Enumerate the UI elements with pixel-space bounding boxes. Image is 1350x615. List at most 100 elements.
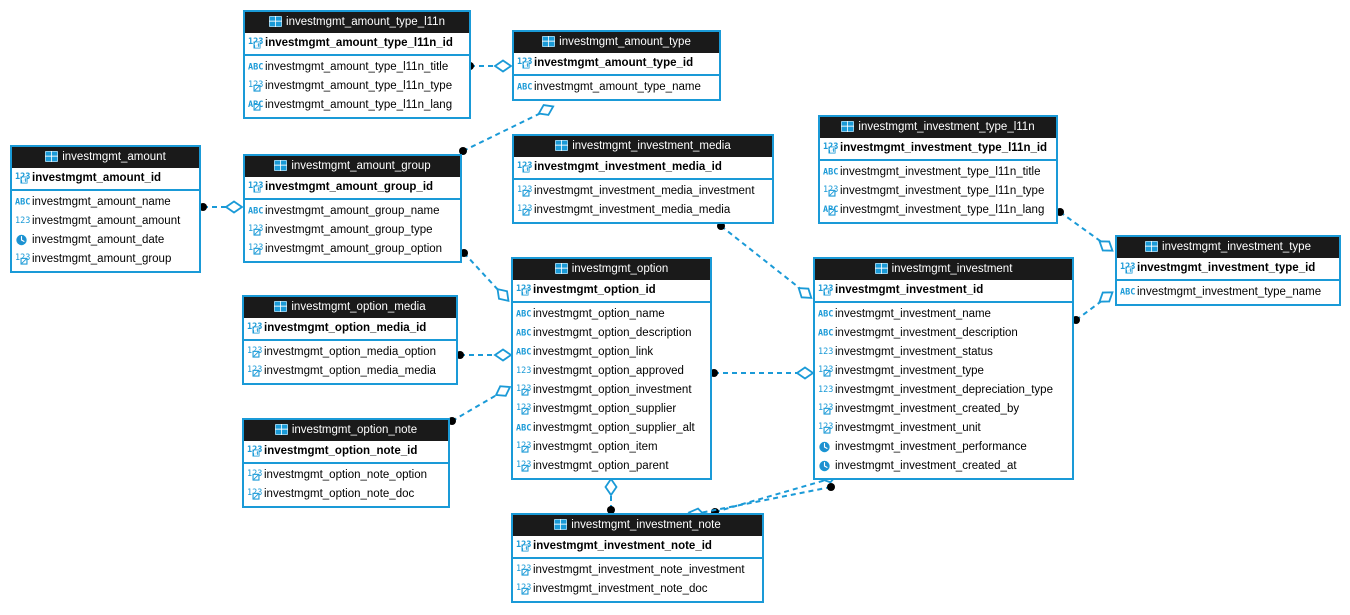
column-row-primary-key[interactable]: 123⚿investmgmt_investment_media_id <box>514 157 772 178</box>
foreign-key-number-icon: 123 <box>516 459 531 472</box>
clock-date-icon <box>818 440 833 453</box>
column-row-primary-key[interactable]: 123⚿investmgmt_investment_note_id <box>513 536 762 557</box>
relationship-rel-option-media-to-option[interactable] <box>456 348 513 362</box>
key-number-icon: 123⚿ <box>247 321 262 334</box>
relationship-rel-option-to-investment[interactable] <box>710 366 815 380</box>
column-row-primary-key[interactable]: 123⚿investmgmt_investment_type_l11n_id <box>820 138 1056 159</box>
column-name-label: investmgmt_investment_note_investment <box>533 564 745 576</box>
foreign-key-number-icon: 123 <box>516 582 531 595</box>
relationship-rel-investment-to-investment-type[interactable] <box>1072 288 1116 324</box>
entity-investmgmt_amount_type[interactable]: investmgmt_amount_type123⚿investmgmt_amo… <box>512 30 721 101</box>
column-name-label: investmgmt_amount_group_id <box>265 181 434 193</box>
relationship-rel-amount-type-l11n-to-amount-type[interactable] <box>466 59 513 73</box>
table-icon <box>874 261 888 280</box>
svg-text:⚿: ⚿ <box>825 289 830 296</box>
entity-investmgmt_amount[interactable]: investmgmt_amount123⚿investmgmt_amount_i… <box>10 145 201 273</box>
column-row[interactable]: 123investmgmt_investment_media_investmen… <box>514 182 772 201</box>
column-name-label: investmgmt_investment_status <box>835 346 993 358</box>
svg-text:123: 123 <box>15 216 30 226</box>
entity-investmgmt_investment_type_l11n[interactable]: investmgmt_investment_type_l11n 123⚿inves… <box>818 115 1058 224</box>
relationship-rel-investment-media-to-investment[interactable] <box>717 222 815 302</box>
column-row[interactable]: investmgmt_investment_performance <box>815 438 1072 457</box>
foreign-key-number-icon: 123 <box>516 563 531 576</box>
column-row-primary-key[interactable]: 123⚿investmgmt_option_id <box>513 280 710 301</box>
column-row-primary-key[interactable]: 123⚿investmgmt_amount_type_l11n_id <box>245 33 469 54</box>
table-icon <box>274 422 288 441</box>
relationship-rel-option-note-to-option[interactable] <box>448 382 513 425</box>
relationship-rel-investment-type-l11n-to-investment-type[interactable] <box>1056 208 1116 255</box>
abc-text-icon: ABC <box>818 326 833 339</box>
column-name-label: investmgmt_amount_group_type <box>265 224 433 236</box>
abc-text-icon: ABC <box>15 195 30 208</box>
column-row-primary-key[interactable]: 123⚿investmgmt_amount_group_id <box>245 177 460 198</box>
relationship-rel-investment-note-to-option[interactable] <box>604 477 618 514</box>
svg-text:123: 123 <box>818 385 833 395</box>
column-row-primary-key[interactable]: 123⚿investmgmt_investment_type_id <box>1117 258 1339 279</box>
column-row-primary-key[interactable]: 123⚿investmgmt_option_note_id <box>244 441 448 462</box>
column-row[interactable]: investmgmt_investment_created_at <box>815 457 1072 476</box>
entity-investmgmt_investment_media[interactable]: investmgmt_investment_media123⚿investmgm… <box>512 134 774 224</box>
table-icon <box>1145 239 1159 258</box>
column-row-primary-key[interactable]: 123⚿investmgmt_amount_id <box>12 168 199 189</box>
entity-investmgmt_amount_group[interactable]: investmgmt_amount_group123⚿investmgmt_am… <box>243 154 462 263</box>
column-row-primary-key[interactable]: 123⚿investmgmt_amount_type_id <box>514 53 719 74</box>
column-row[interactable]: investmgmt_amount_date <box>12 231 199 250</box>
entity-name-label: investmgmt_investment_type_l11n <box>858 121 1035 133</box>
entity-investmgmt_option_note[interactable]: investmgmt_option_note123⚿investmgmt_opt… <box>242 418 450 508</box>
key-number-icon: 123⚿ <box>1120 261 1135 274</box>
entity-investmgmt_investment_note[interactable]: investmgmt_investment_note 123⚿investmgmt… <box>511 513 764 603</box>
relationship-rel-amount-group-to-option[interactable] <box>460 249 512 305</box>
entity-investmgmt_amount_type_l11n[interactable]: investmgmt_amount_type_l11n123⚿investmgm… <box>243 10 471 119</box>
relationship-rel-amount-to-amount-group[interactable] <box>199 200 244 214</box>
abc-text-icon: ABC <box>516 345 531 358</box>
column-row-primary-key[interactable]: 123⚿investmgmt_investment_id <box>815 280 1072 301</box>
entity-investmgmt_investment[interactable]: investmgmt_investment123⚿investmgmt_inve… <box>813 257 1074 480</box>
entity-investmgmt_option_media[interactable]: investmgmt_option_media123⚿investmgmt_op… <box>242 295 458 385</box>
entity-name-label: investmgmt_investment_note <box>571 519 721 531</box>
relationship-line <box>720 225 803 291</box>
entity-investmgmt_investment_type[interactable]: investmgmt_investment_type123⚿investmgmt… <box>1115 235 1341 306</box>
table-icon <box>274 158 288 177</box>
column-name-label: investmgmt_option_item <box>533 441 658 453</box>
table-icon <box>45 149 59 168</box>
entity-investmgmt_option[interactable]: investmgmt_option123⚿investmgmt_option_i… <box>511 257 712 480</box>
column-row-primary-key[interactable]: 123⚿investmgmt_option_media_id <box>244 318 456 339</box>
